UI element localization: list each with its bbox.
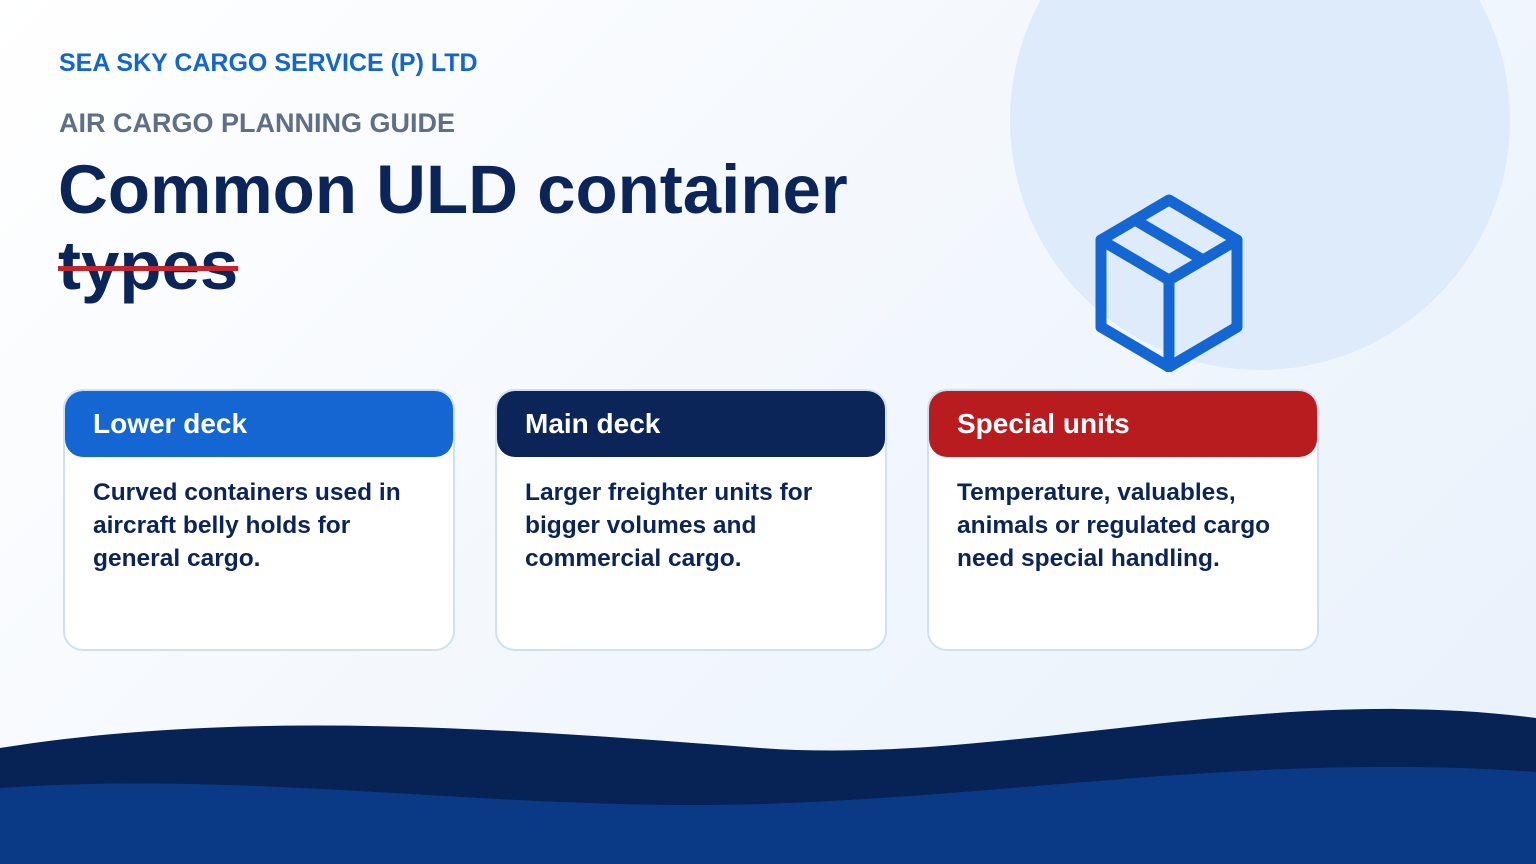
card-body: Larger freighter units for bigger volume… bbox=[525, 479, 813, 572]
background-circle bbox=[1010, 0, 1510, 370]
card-heading: Lower deck bbox=[65, 391, 453, 457]
card-heading: Special units bbox=[929, 391, 1317, 457]
card-body: Curved containers used in aircraft belly… bbox=[93, 479, 401, 572]
card-body: Temperature, valuables, animals or regul… bbox=[957, 479, 1271, 572]
box-icon bbox=[1095, 194, 1243, 372]
card-main-deck: Main deck Larger freighter units for big… bbox=[495, 389, 887, 651]
page-title: Common ULD container types bbox=[58, 152, 1018, 304]
page-subtitle: AIR CARGO PLANNING GUIDE bbox=[59, 108, 456, 138]
card-special-units: Special units Temperature, valuables, an… bbox=[927, 389, 1319, 651]
card-lower-deck: Lower deck Curved containers used in air… bbox=[63, 389, 455, 651]
company-name: SEA SKY CARGO SERVICE (P) LTD bbox=[59, 49, 478, 77]
title-main: Common ULD container bbox=[58, 151, 848, 228]
card-heading: Main deck bbox=[497, 391, 885, 457]
title-struck-word: types bbox=[58, 227, 239, 304]
footer-wave bbox=[0, 708, 1536, 864]
